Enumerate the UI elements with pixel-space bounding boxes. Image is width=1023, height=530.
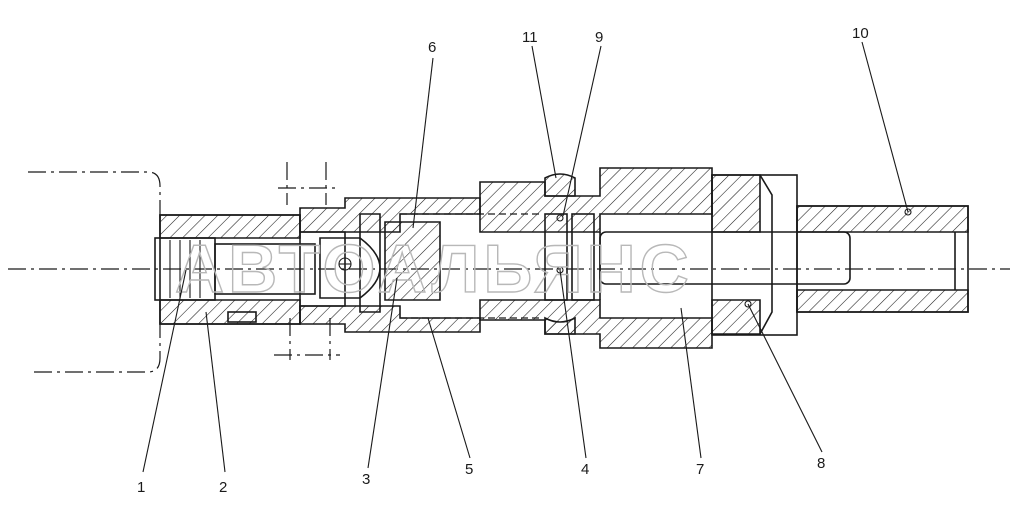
callouts: 1 2 3 4 5 6 7 8 9 10 11 (137, 25, 869, 496)
callout-1: 1 (137, 479, 145, 496)
flange-studs (274, 162, 340, 360)
end-sleeve (796, 205, 969, 313)
callout-3: 3 (362, 471, 370, 488)
flange-body (299, 197, 481, 333)
callout-11: 11 (522, 29, 538, 46)
callout-8: 8 (817, 455, 825, 472)
callout-6: 6 (428, 39, 436, 56)
callout-10: 10 (852, 25, 869, 42)
callout-2: 2 (219, 479, 227, 496)
leader-lines (142, 41, 909, 473)
callout-7: 7 (696, 461, 704, 478)
mounting-bracket-outline (28, 171, 161, 373)
callout-9: 9 (595, 29, 603, 46)
watermark-text: АВТОАЛЬЯНС (175, 231, 693, 307)
hex-nut (711, 174, 798, 336)
callout-4: 4 (581, 461, 589, 478)
housing-left (159, 214, 301, 325)
valve-stem (599, 231, 851, 285)
callout-5: 5 (465, 461, 473, 478)
